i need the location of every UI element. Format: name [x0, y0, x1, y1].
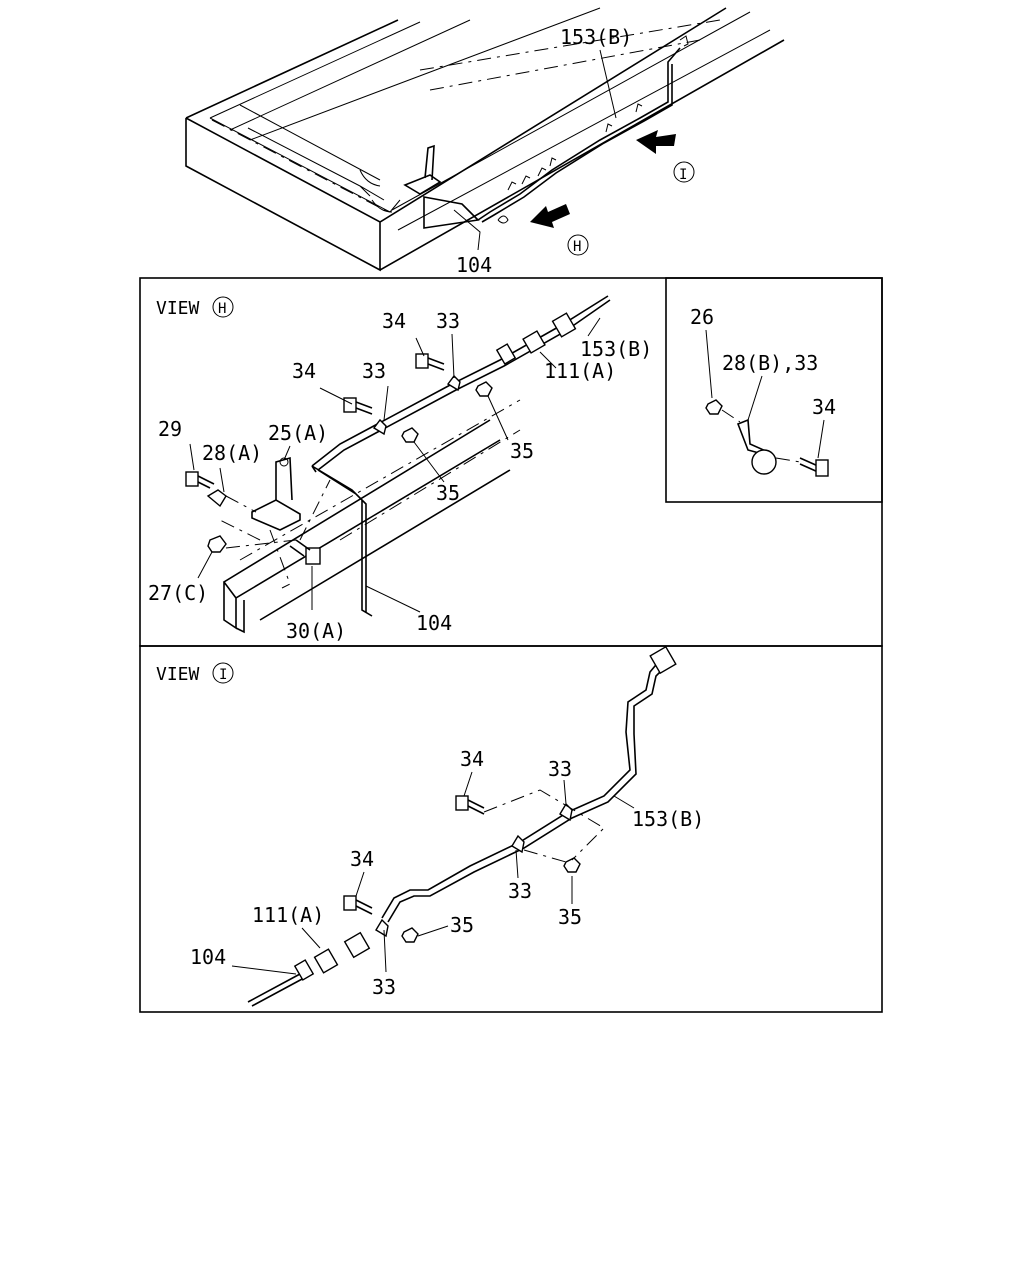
- view-h-label-29: 29: [158, 417, 182, 441]
- view-i-marker: I: [219, 667, 227, 683]
- view-h-label-34-lower: 34: [292, 359, 316, 383]
- view-h-label-35-right: 35: [510, 439, 534, 463]
- detail-label-34: 34: [812, 395, 836, 419]
- detail-clip-assembly: [705, 329, 829, 477]
- view-i-label-153b: 153(B): [632, 807, 704, 831]
- view-i-label-33-upper: 33: [548, 757, 572, 781]
- view-h-title: VIEW: [156, 298, 200, 319]
- view-i-label-111a: 111(A): [252, 903, 324, 927]
- view-i-label-35-left: 35: [450, 913, 474, 937]
- detail-frame: [665, 277, 883, 503]
- view-h-label-153b: 153(B): [580, 337, 652, 361]
- view-h-label-28a: 28(A): [202, 441, 262, 465]
- view-h-label-33-lower: 33: [362, 359, 386, 383]
- view-i-label-35-right: 35: [558, 905, 582, 929]
- view-h-label-34-upper: 34: [382, 309, 406, 333]
- view-i-title: VIEW: [156, 664, 200, 685]
- view-i-frame: [139, 645, 883, 1013]
- view-h-label-111a: 111(A): [544, 359, 616, 383]
- view-i-label-33-lower: 33: [372, 975, 396, 999]
- view-h-label-35-lower: 35: [436, 481, 460, 505]
- view-h-assembly: [185, 295, 611, 634]
- view-h-marker: H: [218, 301, 226, 317]
- overview-marker-h: H: [573, 239, 581, 255]
- overview-marker-i: I: [679, 167, 687, 183]
- overview-label-153b: 153(B): [560, 25, 632, 49]
- view-h-label-30a: 30(A): [286, 619, 346, 643]
- view-h-label-27c: 27(C): [148, 581, 208, 605]
- view-i-assembly: [231, 645, 677, 1007]
- view-h-marker-circle: [212, 296, 234, 318]
- view-i-marker-circle: [212, 662, 234, 684]
- detail-label-28b-33: 28(B),33: [722, 351, 818, 375]
- overview-label-104: 104: [456, 253, 492, 277]
- view-h-label-25a: 25(A): [268, 421, 328, 445]
- view-i-label-34-upper: 34: [460, 747, 484, 771]
- detail-label-26: 26: [690, 305, 714, 329]
- view-i-label-104: 104: [190, 945, 226, 969]
- overview-frame-illustration: [185, 7, 785, 272]
- view-i-label-34-lower: 34: [350, 847, 374, 871]
- view-i-label-33-middle: 33: [508, 879, 532, 903]
- view-h-label-33-upper: 33: [436, 309, 460, 333]
- view-h-label-104: 104: [416, 611, 452, 635]
